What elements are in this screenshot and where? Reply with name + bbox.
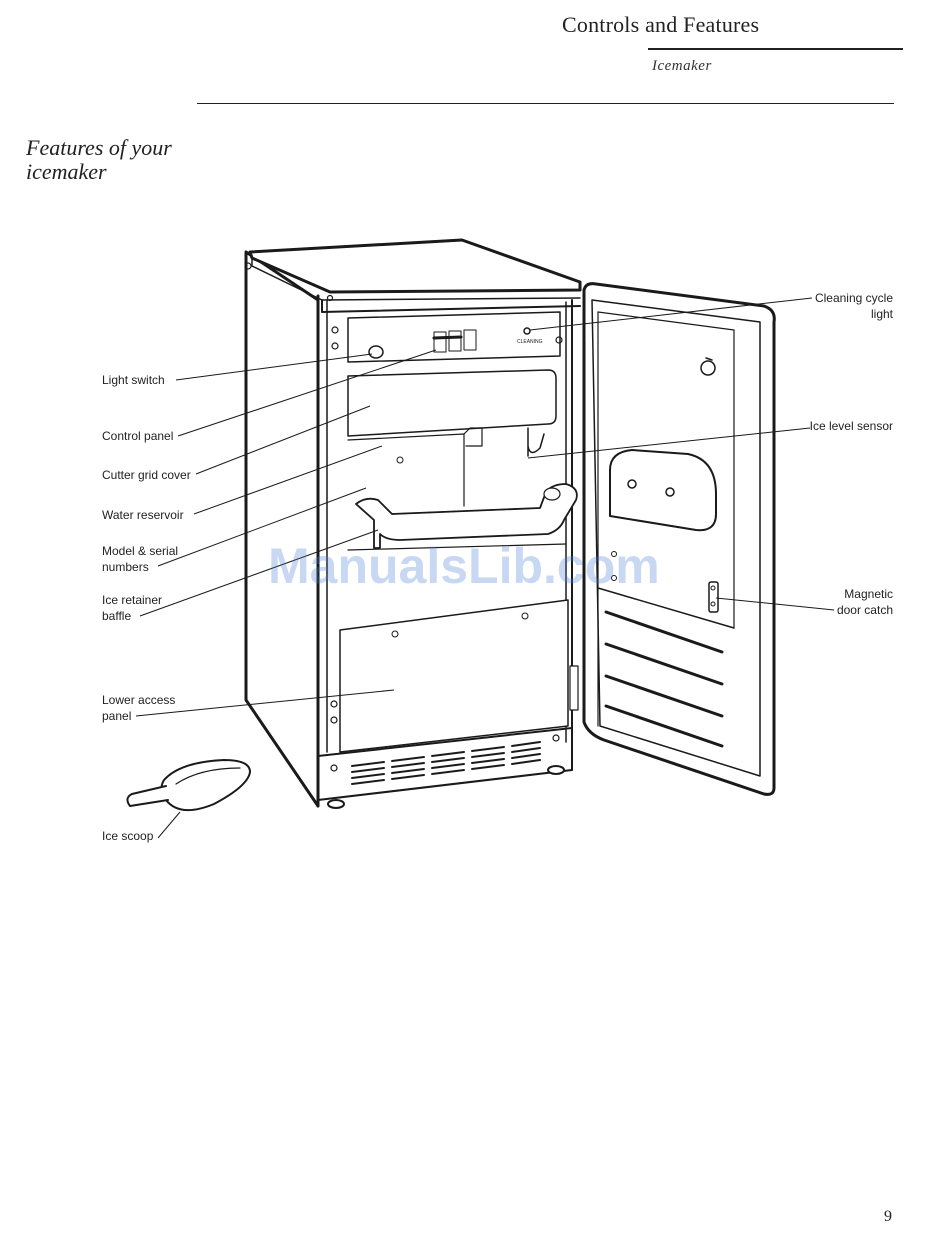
callout-light-switch: Light switch — [102, 372, 165, 388]
callout-cleaning-cycle-line-2: light — [815, 306, 893, 322]
callout-model-serial-line-2: numbers — [102, 559, 178, 575]
ice-scoop — [127, 760, 250, 810]
page-number: 9 — [884, 1208, 892, 1226]
cleaning-panel-label: CLEANING — [517, 339, 543, 345]
callout-cleaning-cycle-light: Cleaning cycle light — [815, 290, 893, 322]
callout-ice-retainer-baffle: Ice retainer baffle — [102, 592, 162, 624]
callout-ice-scoop: Ice scoop — [102, 828, 153, 844]
cutter-grid-cover — [348, 370, 556, 506]
callout-lower-access-panel: Lower access panel — [102, 692, 175, 724]
control-panel-area: CLEANING — [348, 312, 560, 362]
callout-magnetic-door-catch: Magnetic door catch — [837, 586, 893, 618]
callout-lower-access-line-1: Lower access — [102, 692, 175, 708]
watermark: ManualsLib.com — [268, 537, 660, 595]
lower-access-panel — [318, 600, 572, 808]
callout-cleaning-cycle-line-1: Cleaning cycle — [815, 290, 893, 306]
callout-cutter-grid-cover: Cutter grid cover — [102, 467, 191, 483]
callout-model-serial: Model & serial numbers — [102, 543, 178, 575]
callout-control-panel: Control panel — [102, 428, 173, 444]
callout-lower-access-line-2: panel — [102, 708, 175, 724]
callout-model-serial-line-1: Model & serial — [102, 543, 178, 559]
callout-ice-retainer-line-1: Ice retainer — [102, 592, 162, 608]
callout-ice-retainer-line-2: baffle — [102, 608, 162, 624]
callout-magnetic-line-2: door catch — [837, 602, 893, 618]
callout-water-reservoir: Water reservoir — [102, 507, 184, 523]
callout-ice-level-sensor: Ice level sensor — [810, 418, 893, 434]
callout-magnetic-line-1: Magnetic — [837, 586, 893, 602]
